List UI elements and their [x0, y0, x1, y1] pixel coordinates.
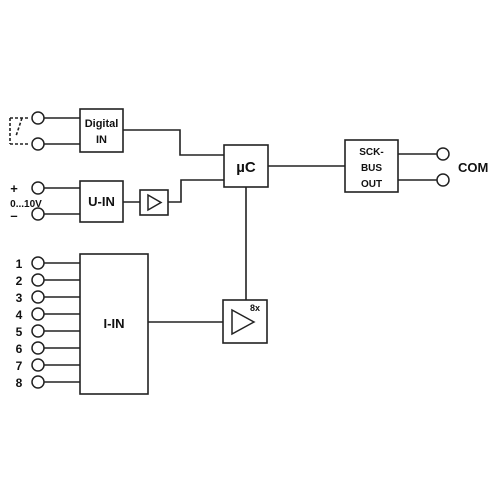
channel-terminal-2 [31, 273, 45, 287]
channel-label-4: 4 [16, 308, 23, 322]
voltage-minus-label: – [10, 208, 17, 223]
digital-in-label-line1: Digital [85, 118, 119, 130]
sck-bus-label-line3: OUT [361, 179, 382, 190]
digital-in-label-line2: IN [96, 134, 107, 146]
channel-label-3: 3 [16, 291, 23, 305]
current-input-channels: 1 2 3 4 5 6 7 8 [16, 256, 80, 390]
digital-in-block [79, 108, 124, 153]
channel-label-2: 2 [16, 274, 23, 288]
channel-label-8: 8 [16, 376, 23, 390]
voltage-plus-label: + [10, 181, 18, 196]
u-in-label: U-IN [88, 194, 115, 209]
channel-label-5: 5 [16, 325, 23, 339]
i-in-label: I-IN [104, 316, 125, 331]
channel-terminal-8 [31, 375, 45, 389]
mcu-label: µC [236, 159, 256, 176]
wire-u-in-to-mcu [168, 179, 224, 203]
amplifier-icon [231, 308, 256, 336]
i-in-block [79, 253, 149, 395]
mcu-block [223, 144, 269, 188]
com-terminal-1 [436, 147, 450, 161]
u-in-block [79, 180, 124, 223]
amplifier-gain-label: 8x [250, 303, 260, 313]
digital-switch [9, 117, 30, 145]
channel-terminal-6 [31, 341, 45, 355]
channel-label-7: 7 [16, 359, 23, 373]
voltage-terminal-minus [31, 207, 45, 221]
wire-digital-to-mcu [123, 129, 224, 156]
sck-bus-label-line1: SCK- [359, 147, 383, 158]
channel-terminal-7 [31, 358, 45, 372]
channel-label-1: 1 [16, 257, 23, 271]
voltage-terminal-plus [31, 181, 45, 195]
sck-bus-out-block [344, 139, 399, 193]
digital-terminal-2 [31, 137, 45, 151]
com-label: COM [458, 160, 488, 175]
sck-bus-label-line2: BUS [361, 163, 382, 174]
voltage-range-label: 0...10V [10, 199, 42, 210]
channel-label-6: 6 [16, 342, 23, 356]
digital-terminal-1 [31, 111, 45, 125]
channel-terminal-5 [31, 324, 45, 338]
channel-terminal-1 [31, 256, 45, 270]
channel-terminal-4 [31, 307, 45, 321]
com-terminal-2 [436, 173, 450, 187]
channel-terminal-3 [31, 290, 45, 304]
buffer-amplifier-icon [147, 193, 163, 212]
